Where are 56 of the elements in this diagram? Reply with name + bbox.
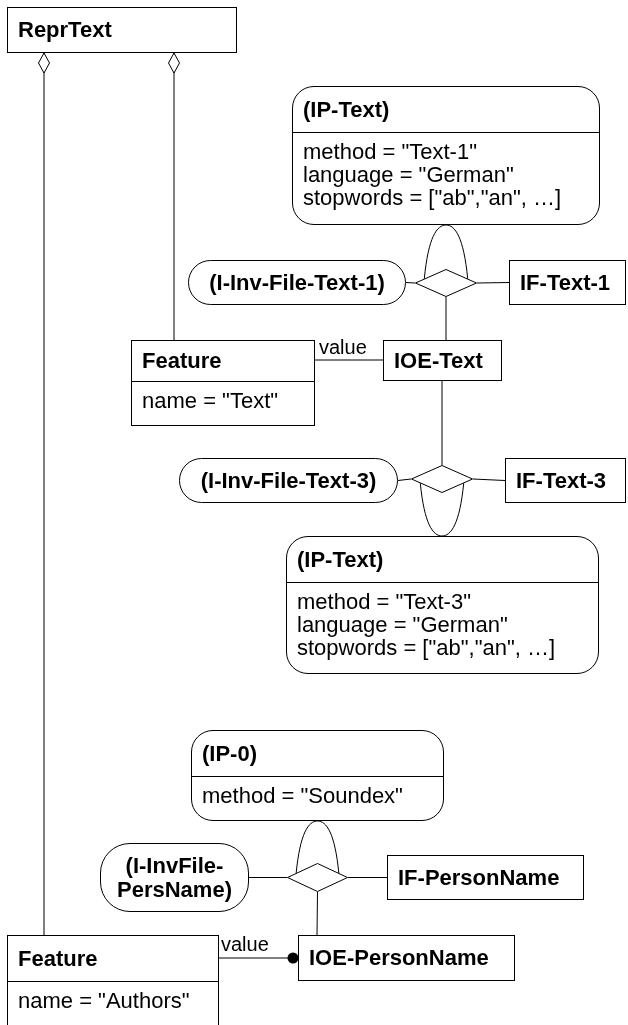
connector-line — [405, 282, 416, 284]
connector-line — [314, 359, 384, 361]
connector-line — [38, 52, 50, 936]
relationship-diamond — [411, 465, 473, 493]
connector-line — [441, 380, 443, 466]
class-box — [505, 458, 626, 503]
participation-arc — [423, 224, 469, 280]
participation-arc — [419, 482, 465, 537]
attribute-text: stopwords = ["ab","an", …] — [303, 186, 563, 209]
rounded-box — [286, 536, 599, 674]
node-label: (I-Inv-File-Text-3) — [200, 468, 377, 493]
connector-line — [316, 891, 318, 936]
connector-line — [248, 877, 288, 878]
node-label: ReprText — [18, 18, 112, 42]
class-box — [383, 340, 502, 381]
attribute-text: method = "Soundex" — [202, 784, 404, 807]
connector-line — [347, 877, 388, 878]
pill-box — [188, 260, 406, 305]
connector-line — [472, 478, 506, 481]
node-label: IF-Text-3 — [516, 468, 607, 493]
rounded-box — [292, 86, 600, 225]
node-label: (I-InvFile-PersName) — [116, 853, 233, 902]
relationship-diamond — [415, 269, 477, 297]
relationship-diamond — [287, 863, 348, 892]
class-name: Feature — [18, 946, 98, 971]
class-name: (IP-Text) — [297, 547, 384, 572]
node-label: (I-Inv-File-Text-1) — [209, 270, 385, 295]
attribute-text: stopwords = ["ab","an", …] — [297, 636, 557, 659]
class-name: (IP-Text) — [303, 97, 390, 122]
attribute-text: method = "Text-1" — [303, 140, 478, 163]
attribute-text: language = "German" — [303, 163, 515, 186]
class-box — [7, 7, 237, 53]
connector-line — [445, 296, 447, 341]
class-box — [7, 935, 219, 1025]
connector-line — [218, 952, 299, 964]
node-label: IOE-PersonName — [309, 946, 489, 970]
connector-line — [168, 52, 180, 341]
pill-box — [100, 843, 249, 912]
class-box — [387, 855, 584, 900]
class-box — [131, 340, 315, 426]
connector-line — [476, 282, 510, 284]
class-name: Feature — [142, 349, 222, 373]
node-label: IF-PersonName — [398, 865, 560, 890]
connector-line — [397, 478, 412, 481]
class-box — [509, 260, 626, 305]
attribute-text: name = "Text" — [142, 389, 280, 412]
attribute-text: language = "German" — [297, 613, 509, 636]
participation-arc — [295, 820, 340, 874]
node-label: IOE-Text — [394, 348, 483, 373]
rounded-box — [191, 730, 444, 821]
attribute-text: name = "Authors" — [18, 989, 191, 1012]
attribute-text: method = "Text-3" — [297, 590, 472, 613]
pill-box — [179, 458, 398, 503]
class-name: (IP-0) — [202, 741, 257, 766]
class-box — [298, 935, 515, 981]
node-label: IF-Text-1 — [520, 270, 611, 295]
